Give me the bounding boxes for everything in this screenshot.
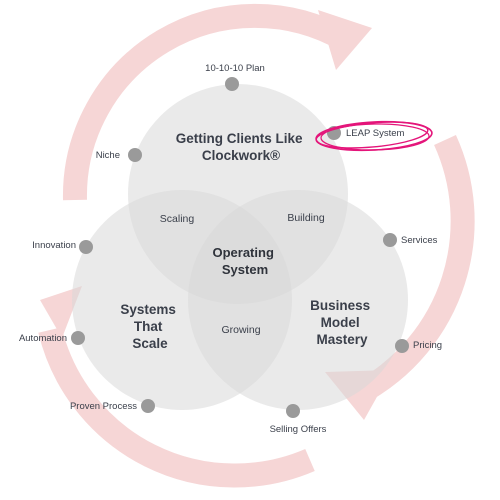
node-dot-innovation xyxy=(79,240,93,254)
circle-title-line: Mastery xyxy=(316,332,368,347)
highlight-stroke xyxy=(315,121,429,149)
leap-highlight-scribble xyxy=(315,120,433,152)
circle-title-line: Getting Clients Like xyxy=(176,131,303,146)
node-label-pricing: Pricing xyxy=(413,340,442,351)
cycle-arrows xyxy=(38,3,475,488)
overlap-label-scaling: Scaling xyxy=(160,213,195,225)
center-label-line: Operating xyxy=(212,245,273,260)
center-label-line: System xyxy=(222,262,268,277)
cycle-arrow-right xyxy=(358,135,475,401)
circle-title-line: Scale xyxy=(132,336,168,351)
cycle-arrow-top xyxy=(62,3,351,201)
venn-circles xyxy=(72,84,408,410)
node-dot-automation xyxy=(71,331,85,345)
circle-title-getting-clients: Getting Clients Like Clockwork® xyxy=(176,131,307,163)
circle-title-line: That xyxy=(134,319,163,334)
node-label-services: Services xyxy=(401,235,438,246)
node-label-niche: Niche xyxy=(96,150,120,161)
node-label-proven-process: Proven Process xyxy=(70,401,137,412)
node-dot-plan xyxy=(225,77,239,91)
node-label-automation: Automation xyxy=(19,333,67,344)
node-label-leap: LEAP System xyxy=(346,128,405,139)
circle-title-line: Business xyxy=(310,298,370,313)
overlap-label-growing: Growing xyxy=(221,324,260,336)
node-label-innovation: Innovation xyxy=(32,240,76,251)
node-dot-proven-process xyxy=(141,399,155,413)
circle-business-model xyxy=(188,190,408,410)
circle-title-line: Systems xyxy=(120,302,176,317)
circle-title-systems: Systems That Scale xyxy=(120,302,179,351)
cycle-arrow-top-head xyxy=(318,10,372,70)
circle-title-business: Business Model Mastery xyxy=(310,298,374,347)
cycle-arrow-bottom-head xyxy=(40,286,82,338)
node-dots xyxy=(71,77,409,418)
overlap-label-building: Building xyxy=(287,212,325,224)
center-label-operating-system: Operating System xyxy=(212,245,277,277)
node-dot-pricing xyxy=(395,339,409,353)
node-dot-selling-offers xyxy=(286,404,300,418)
node-label-plan: 10-10-10 Plan xyxy=(205,63,265,74)
node-dot-services xyxy=(383,233,397,247)
node-label-selling-offers: Selling Offers xyxy=(270,424,327,435)
node-dot-niche xyxy=(128,148,142,162)
highlight-stroke xyxy=(320,123,430,151)
circle-title-line: Model xyxy=(321,315,360,330)
circle-title-line: Clockwork® xyxy=(202,148,280,163)
cycle-arrow-bottom xyxy=(38,327,315,488)
